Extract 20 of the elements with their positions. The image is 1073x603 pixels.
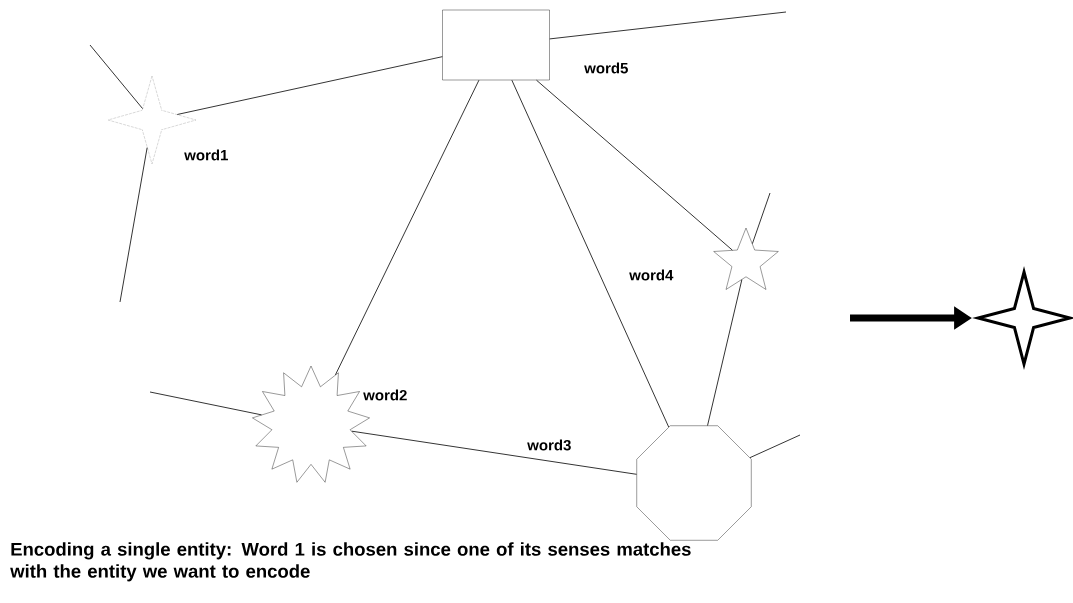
- connector-line: [511, 79, 670, 428]
- connector-line: [335, 79, 480, 376]
- word-label: word5: [584, 62, 628, 74]
- connector-line: [549, 11, 787, 40]
- connector-line: [119, 147, 148, 303]
- word-label: word2: [363, 389, 407, 401]
- connector-line: [89, 44, 143, 109]
- word-label: word3: [527, 439, 571, 451]
- word-label: word4: [629, 269, 674, 281]
- connector-line: [536, 79, 733, 251]
- word-label: word1: [184, 149, 228, 161]
- connector-line: [176, 56, 443, 115]
- octagon-shape: [636, 425, 752, 541]
- connector-line: [149, 391, 262, 416]
- caption: Encoding a single entity: Word 1 is chosen since one of its senses matches with the entity we want to encode: [10, 542, 691, 582]
- connector-line: [749, 434, 801, 459]
- star-shape: [713, 227, 779, 290]
- connector-line: [752, 192, 771, 245]
- rectangle-box: [442, 9, 550, 81]
- connector-line: [707, 279, 743, 426]
